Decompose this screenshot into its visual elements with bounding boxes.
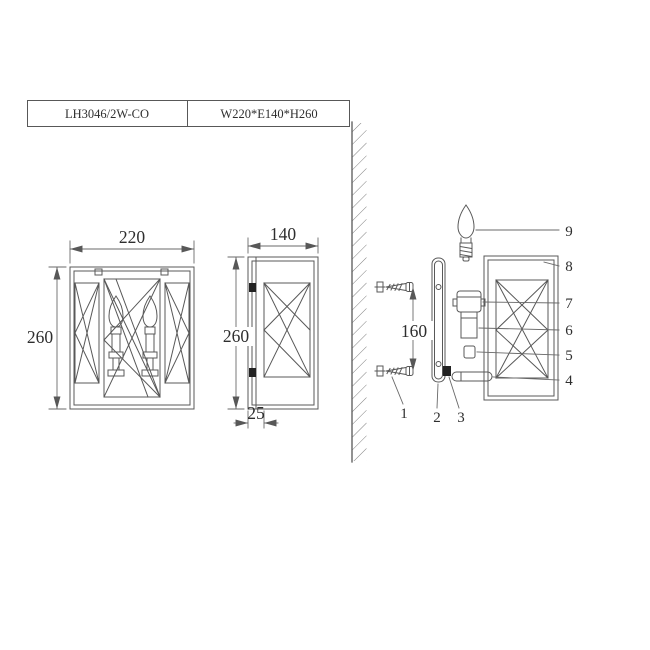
socket-sleeve [460,311,478,339]
model-number-label: LH3046/2W-CO [65,107,149,121]
part-number-1: 1 [400,406,408,422]
title-block: LH3046/2W-CO W220*E140*H260 [27,100,350,127]
mount-tab-top [249,283,256,292]
dim-side-height: 260 [218,256,255,410]
part-number-8: 8 [565,259,573,275]
wall-hatch [352,123,367,461]
part-number-4: 4 [565,373,573,389]
screw-top-icon [374,281,414,293]
crystal-panel-center [103,278,161,398]
dim-side-depth: 25 [233,403,279,429]
dim-front-width-label: 220 [119,227,146,247]
part-number-7: 7 [565,296,573,312]
screw-bottom-icon [374,365,414,377]
size-spec-label: W220*E140*H260 [220,107,317,121]
dim-side-depth-label: 25 [247,403,265,423]
part-number-5: 5 [565,348,573,364]
part-number-3: 3 [457,410,465,426]
crystal-panel-left [74,282,100,384]
candle-lamp-right [141,295,159,377]
part-number-2: 2 [433,410,441,426]
candle-lamp-left [107,295,125,377]
mount-tab-bottom [249,368,256,377]
dim-side-height-label: 260 [223,326,250,346]
part-number-6: 6 [565,323,573,339]
part-number-9: 9 [565,224,573,240]
dim-mount-spacing-label: 160 [401,321,428,341]
side-view [247,256,319,410]
dim-front-height-label: 260 [27,327,54,347]
exploded-view: 9 8 7 6 5 4 1 2 3 [374,204,573,426]
dim-side-width: 140 [247,224,319,254]
mounting-plate [431,257,451,383]
bulb-icon [457,204,475,262]
wire-connector [443,366,451,376]
crystal-panel-side [263,282,311,378]
lamp-socket-assembly [451,290,493,382]
crystal-panel-right [164,282,190,384]
dim-front-height: 260 [27,266,67,410]
fixing-rod [451,371,493,382]
dim-side-width-label: 140 [270,224,297,244]
socket-cup [456,290,482,313]
wall-section [351,121,367,463]
leader-lines [391,229,560,409]
dim-front-width: 220 [69,227,195,264]
front-view [69,266,195,410]
part-numbers: 9 8 7 6 5 4 1 2 3 [400,224,573,426]
socket-pin [463,345,476,359]
dim-mount-spacing: 160 [395,286,434,372]
